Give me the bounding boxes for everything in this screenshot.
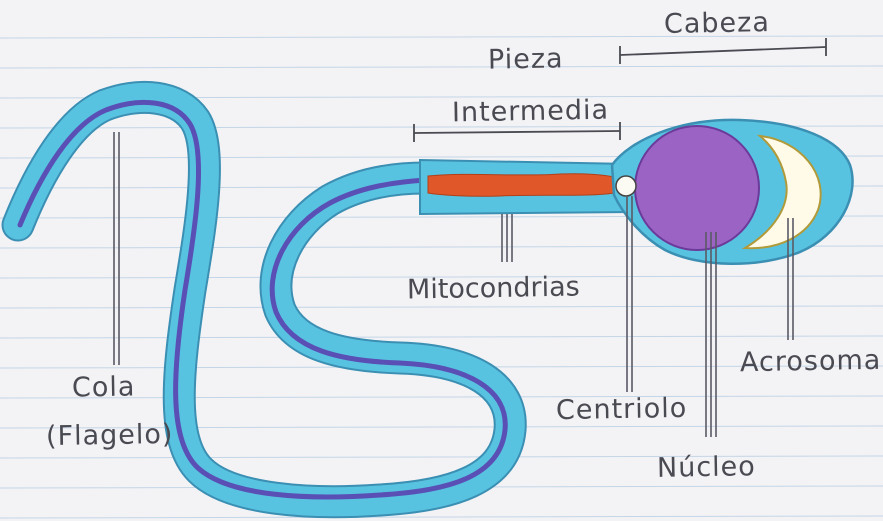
label-mitocondrias: Mitocondrias [407,271,580,305]
centriole [616,176,636,196]
label-cabeza: Cabeza [664,7,770,40]
label-flagelo: (Flagelo) [46,419,174,452]
label-intermedia: Intermedia [452,95,610,129]
head [612,120,853,264]
label-pieza: Pieza [488,43,564,75]
ruled-line [0,336,883,338]
label-nucleo: Núcleo [657,451,756,484]
bracket-line [414,131,620,133]
midpiece [420,160,632,214]
ruled-line [0,306,883,308]
ruled-line [0,66,883,68]
bracket-line [620,47,826,55]
bracket-cabeza [620,38,826,64]
label-centriolo: Centriolo [556,393,688,426]
label-acrosoma: Acrosoma [740,345,882,378]
label-cola: Cola [72,371,136,403]
nucleus [635,126,759,250]
mitochondria [428,174,614,197]
ruled-line [0,516,883,518]
